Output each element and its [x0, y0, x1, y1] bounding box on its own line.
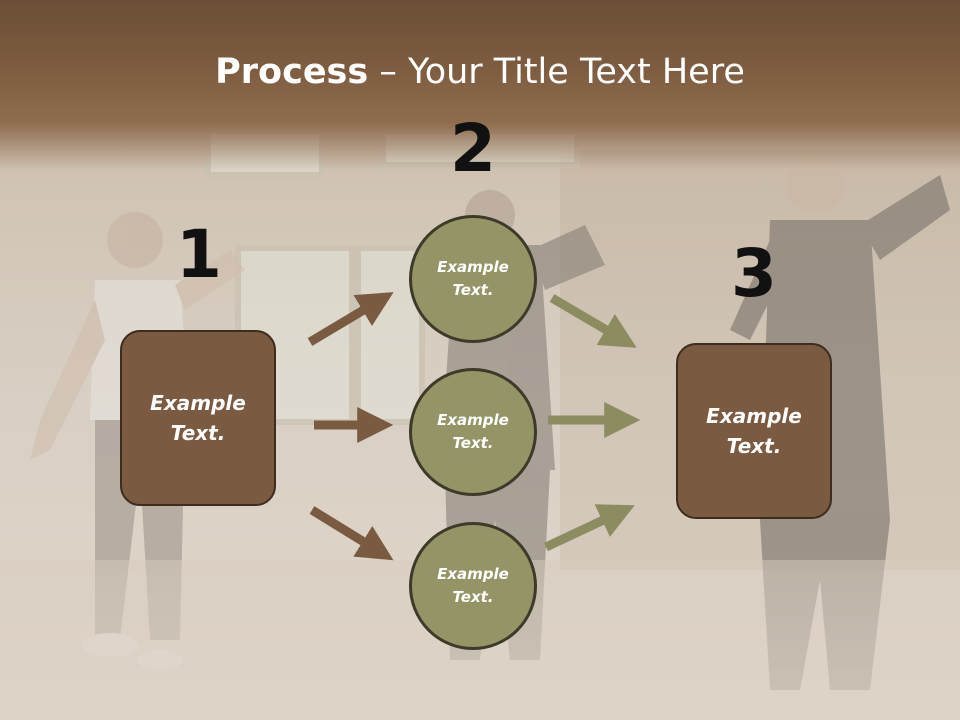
arrow-up-olive — [544, 504, 635, 552]
header-band — [0, 0, 960, 170]
step-3-box: Example Text. — [676, 343, 832, 519]
circle-bottom-text: Example Text. — [437, 565, 509, 606]
title-rest: – Your Title Text Here — [368, 52, 745, 92]
step-1-text: Example Text. — [150, 391, 246, 445]
title-bold: Process — [215, 52, 369, 92]
step-number-3: 3 — [731, 235, 777, 312]
arrow-down-brown — [309, 506, 394, 561]
step-number-2: 2 — [450, 110, 496, 187]
circle-middle-text: Example Text. — [437, 411, 509, 452]
step-3-text: Example Text. — [706, 404, 802, 458]
circle-top-text: Example Text. — [437, 258, 509, 299]
step-1-box: Example Text. — [120, 330, 276, 506]
circle-bottom: Example Text. — [409, 522, 537, 650]
step-number-1: 1 — [176, 216, 222, 293]
circle-top: Example Text. — [409, 215, 537, 343]
arrow-up-brown — [307, 292, 394, 346]
arrow-down-olive — [549, 294, 637, 348]
circle-middle: Example Text. — [409, 368, 537, 496]
slide-title: Process – Your Title Text Here — [0, 52, 960, 92]
